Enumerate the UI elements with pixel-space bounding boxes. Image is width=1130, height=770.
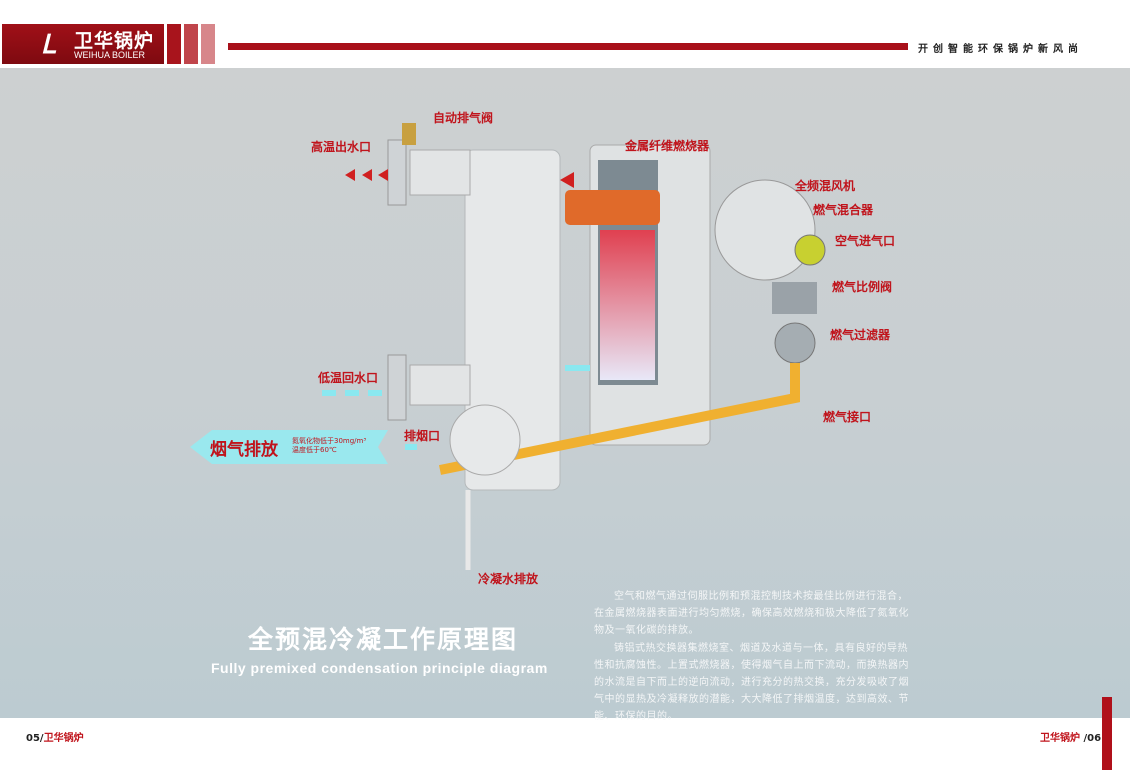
page-subtitle: Fully premixed condensation principle di… bbox=[211, 660, 548, 676]
logo-text-en: WEIHUA BOILER bbox=[74, 50, 146, 60]
outlet-flange bbox=[387, 139, 407, 206]
gas-filter bbox=[774, 322, 816, 364]
slogan: 开创智能环保锅炉新风尚 bbox=[918, 44, 1083, 55]
cold-flow-arrows bbox=[322, 365, 590, 450]
label-gas-inlet: 燃气接口 bbox=[823, 410, 872, 424]
decor-stripe bbox=[201, 24, 215, 64]
air-inlet bbox=[794, 234, 826, 266]
mixing-fan bbox=[714, 179, 816, 281]
flue-channel bbox=[600, 230, 655, 380]
header-bar bbox=[228, 43, 908, 50]
label-flue-port: 排烟口 bbox=[404, 429, 441, 443]
footer-right: 卫华锅炉 /06 bbox=[1040, 733, 1102, 744]
flue-title: 烟气排放 bbox=[210, 440, 278, 460]
label-gas-filter: 燃气过滤器 bbox=[830, 328, 891, 342]
description-paragraph: 空气和燃气通过伺服比例和预混控制技术按最佳比例进行混合，在金属燃烧器表面进行均匀… bbox=[594, 591, 909, 636]
label-condensate: 冷凝水排放 bbox=[478, 572, 539, 586]
page-title: 全预混冷凝工作原理图 bbox=[248, 625, 519, 654]
label-fan: 全频混风机 bbox=[795, 179, 856, 193]
gas-pipe bbox=[439, 363, 800, 475]
footer-left: 05/卫华锅炉 bbox=[26, 733, 84, 744]
description-paragraph: 铸铝式热交换器集燃烧室、烟道及水道与一体，具有良好的导热性和抗腐蚀性。上置式燃烧… bbox=[594, 643, 909, 722]
flue-port bbox=[449, 404, 521, 476]
footer-red-bar bbox=[1102, 697, 1112, 770]
label-auto-vent: 自动排气阀 bbox=[433, 111, 494, 125]
decor-stripe bbox=[167, 24, 181, 64]
gas-ratio-valve bbox=[772, 282, 817, 314]
outlet-pipe bbox=[409, 149, 471, 196]
boiler-illustration bbox=[322, 123, 826, 570]
label-mixer: 燃气混合器 bbox=[813, 203, 874, 217]
label-ratio-valve: 燃气比例阀 bbox=[832, 280, 893, 294]
return-flange bbox=[387, 354, 407, 421]
return-pipe bbox=[409, 364, 471, 406]
label-air-inlet: 空气进气口 bbox=[835, 234, 896, 248]
auto-vent-valve bbox=[402, 123, 416, 145]
label-return-inlet: 低温回水口 bbox=[318, 371, 379, 385]
logo-text-cn: 卫华锅炉 bbox=[74, 30, 155, 52]
brand-logo: Ꮮ 卫华锅炉 WEIHUA BOILER bbox=[2, 24, 164, 64]
label-hot-outlet: 高温出水口 bbox=[311, 140, 372, 154]
decor-stripe bbox=[184, 24, 198, 64]
label-burner: 金属纤维燃烧器 bbox=[625, 139, 710, 153]
metal-fiber-burner bbox=[565, 190, 660, 225]
logo-mark-icon: Ꮮ bbox=[42, 29, 57, 59]
